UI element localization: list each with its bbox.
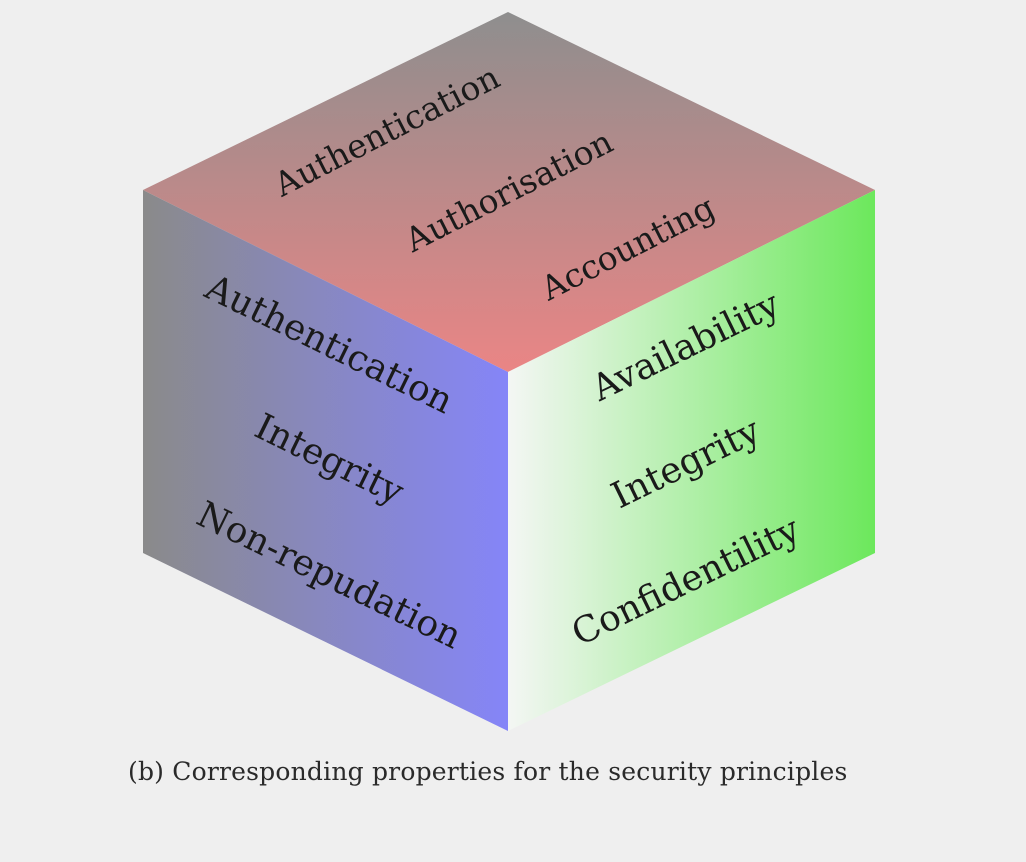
- cube-top-face: [143, 12, 875, 372]
- cube-left-face: [143, 190, 508, 731]
- cube-right-face: [508, 190, 875, 731]
- figure-caption: (b) Corresponding properties for the sec…: [128, 757, 848, 786]
